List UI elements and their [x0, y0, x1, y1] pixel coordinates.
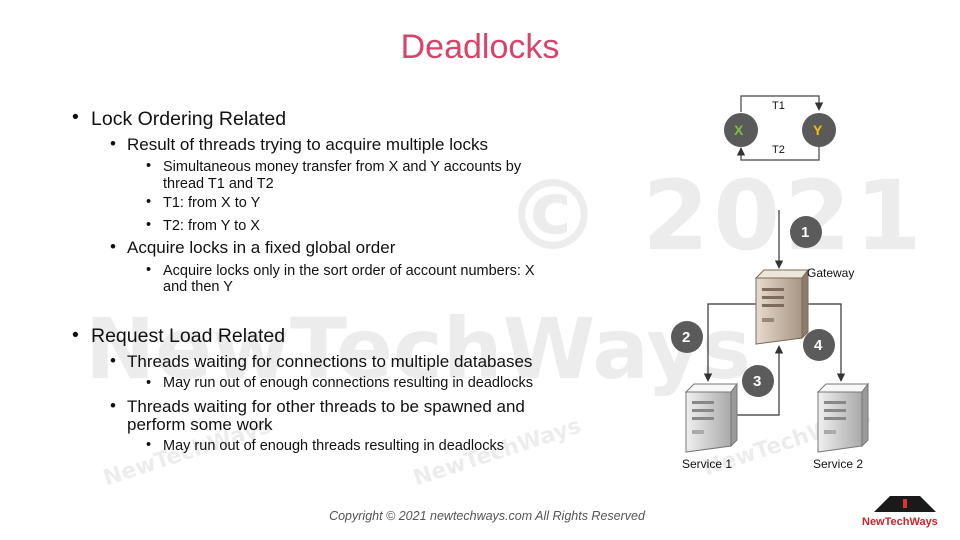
service-2-server-icon: [816, 382, 869, 453]
bullet-dot: •: [110, 351, 116, 370]
bullet-dot: •: [110, 396, 116, 415]
node-y-label: Y: [813, 122, 823, 138]
service-2-label: Service 2: [813, 457, 864, 471]
lock-cycle-diagram: [724, 95, 836, 161]
bullet-dot: •: [72, 106, 79, 128]
slide-title: Deadlocks: [400, 28, 560, 66]
bullet-dot: •: [146, 158, 152, 174]
bullet-item: Threads waiting for connections to multi…: [127, 352, 533, 371]
service-1-label: Service 1: [682, 457, 733, 471]
edge-t2-label: T2: [772, 144, 785, 156]
node-x: [724, 113, 758, 147]
gateway-flow-diagram: [671, 210, 869, 453]
copyright-footer: Copyright © 2021 newtechways.com All Rig…: [329, 509, 645, 523]
sub-bullet-item: Acquire locks only in the sort order of …: [163, 263, 535, 279]
sub-bullet-item: Simultaneous money transfer from X and Y…: [163, 159, 522, 175]
arrow-step-2: [703, 303, 756, 382]
step-4-label: 4: [814, 337, 823, 354]
service-1-server-icon: [684, 382, 738, 453]
gateway-server-icon: [754, 268, 809, 345]
section-heading: Request Load Related: [91, 325, 286, 347]
sub-bullet-item: T2: from Y to X: [163, 218, 260, 234]
bullet-dot: •: [146, 194, 152, 210]
bullet-item: Acquire locks in a fixed global order: [127, 238, 396, 257]
bullet-dot: •: [146, 217, 152, 233]
bullet-item: Result of threads trying to acquire mult…: [127, 135, 488, 154]
sub-bullet-item: May run out of enough connections result…: [163, 375, 533, 391]
bullet-dot: •: [110, 134, 116, 153]
bullet-dot: •: [110, 237, 116, 256]
bullet-item: Threads waiting for other threads to be …: [127, 397, 525, 416]
bullet-dot: •: [146, 262, 152, 278]
gateway-label: Gateway: [807, 266, 855, 280]
step-2-label: 2: [682, 329, 691, 346]
step-badge-1: [790, 216, 822, 248]
step-badge-3: [742, 365, 774, 397]
bullet-dot: •: [72, 324, 79, 346]
bullet-dot: •: [146, 437, 152, 453]
edge-t1-label: T1: [772, 100, 785, 112]
sub-bullet-item: May run out of enough threads resulting …: [163, 438, 504, 454]
step-1-label: 1: [801, 224, 810, 241]
newtechways-logo-icon: [874, 496, 936, 512]
edge-t1: [740, 95, 824, 112]
bullet-dot: •: [146, 375, 152, 391]
edge-t2: [736, 146, 820, 161]
logo-text: NewTechWays: [862, 516, 938, 528]
step-badge-2: [671, 321, 703, 353]
arrow-step-3: [731, 345, 784, 416]
node-y: [802, 113, 836, 147]
sub-bullet-item-cont: thread T1 and T2: [163, 176, 274, 192]
section-heading: Lock Ordering Related: [91, 108, 287, 130]
bullet-item-cont: perform some work: [127, 415, 273, 434]
step-3-label: 3: [753, 373, 762, 390]
arrow-step-4: [802, 303, 846, 382]
sub-bullet-item-cont: and then Y: [163, 279, 233, 295]
step-badge-4: [803, 329, 835, 361]
node-x-label: X: [734, 122, 744, 138]
sub-bullet-item: T1: from X to Y: [163, 195, 261, 211]
